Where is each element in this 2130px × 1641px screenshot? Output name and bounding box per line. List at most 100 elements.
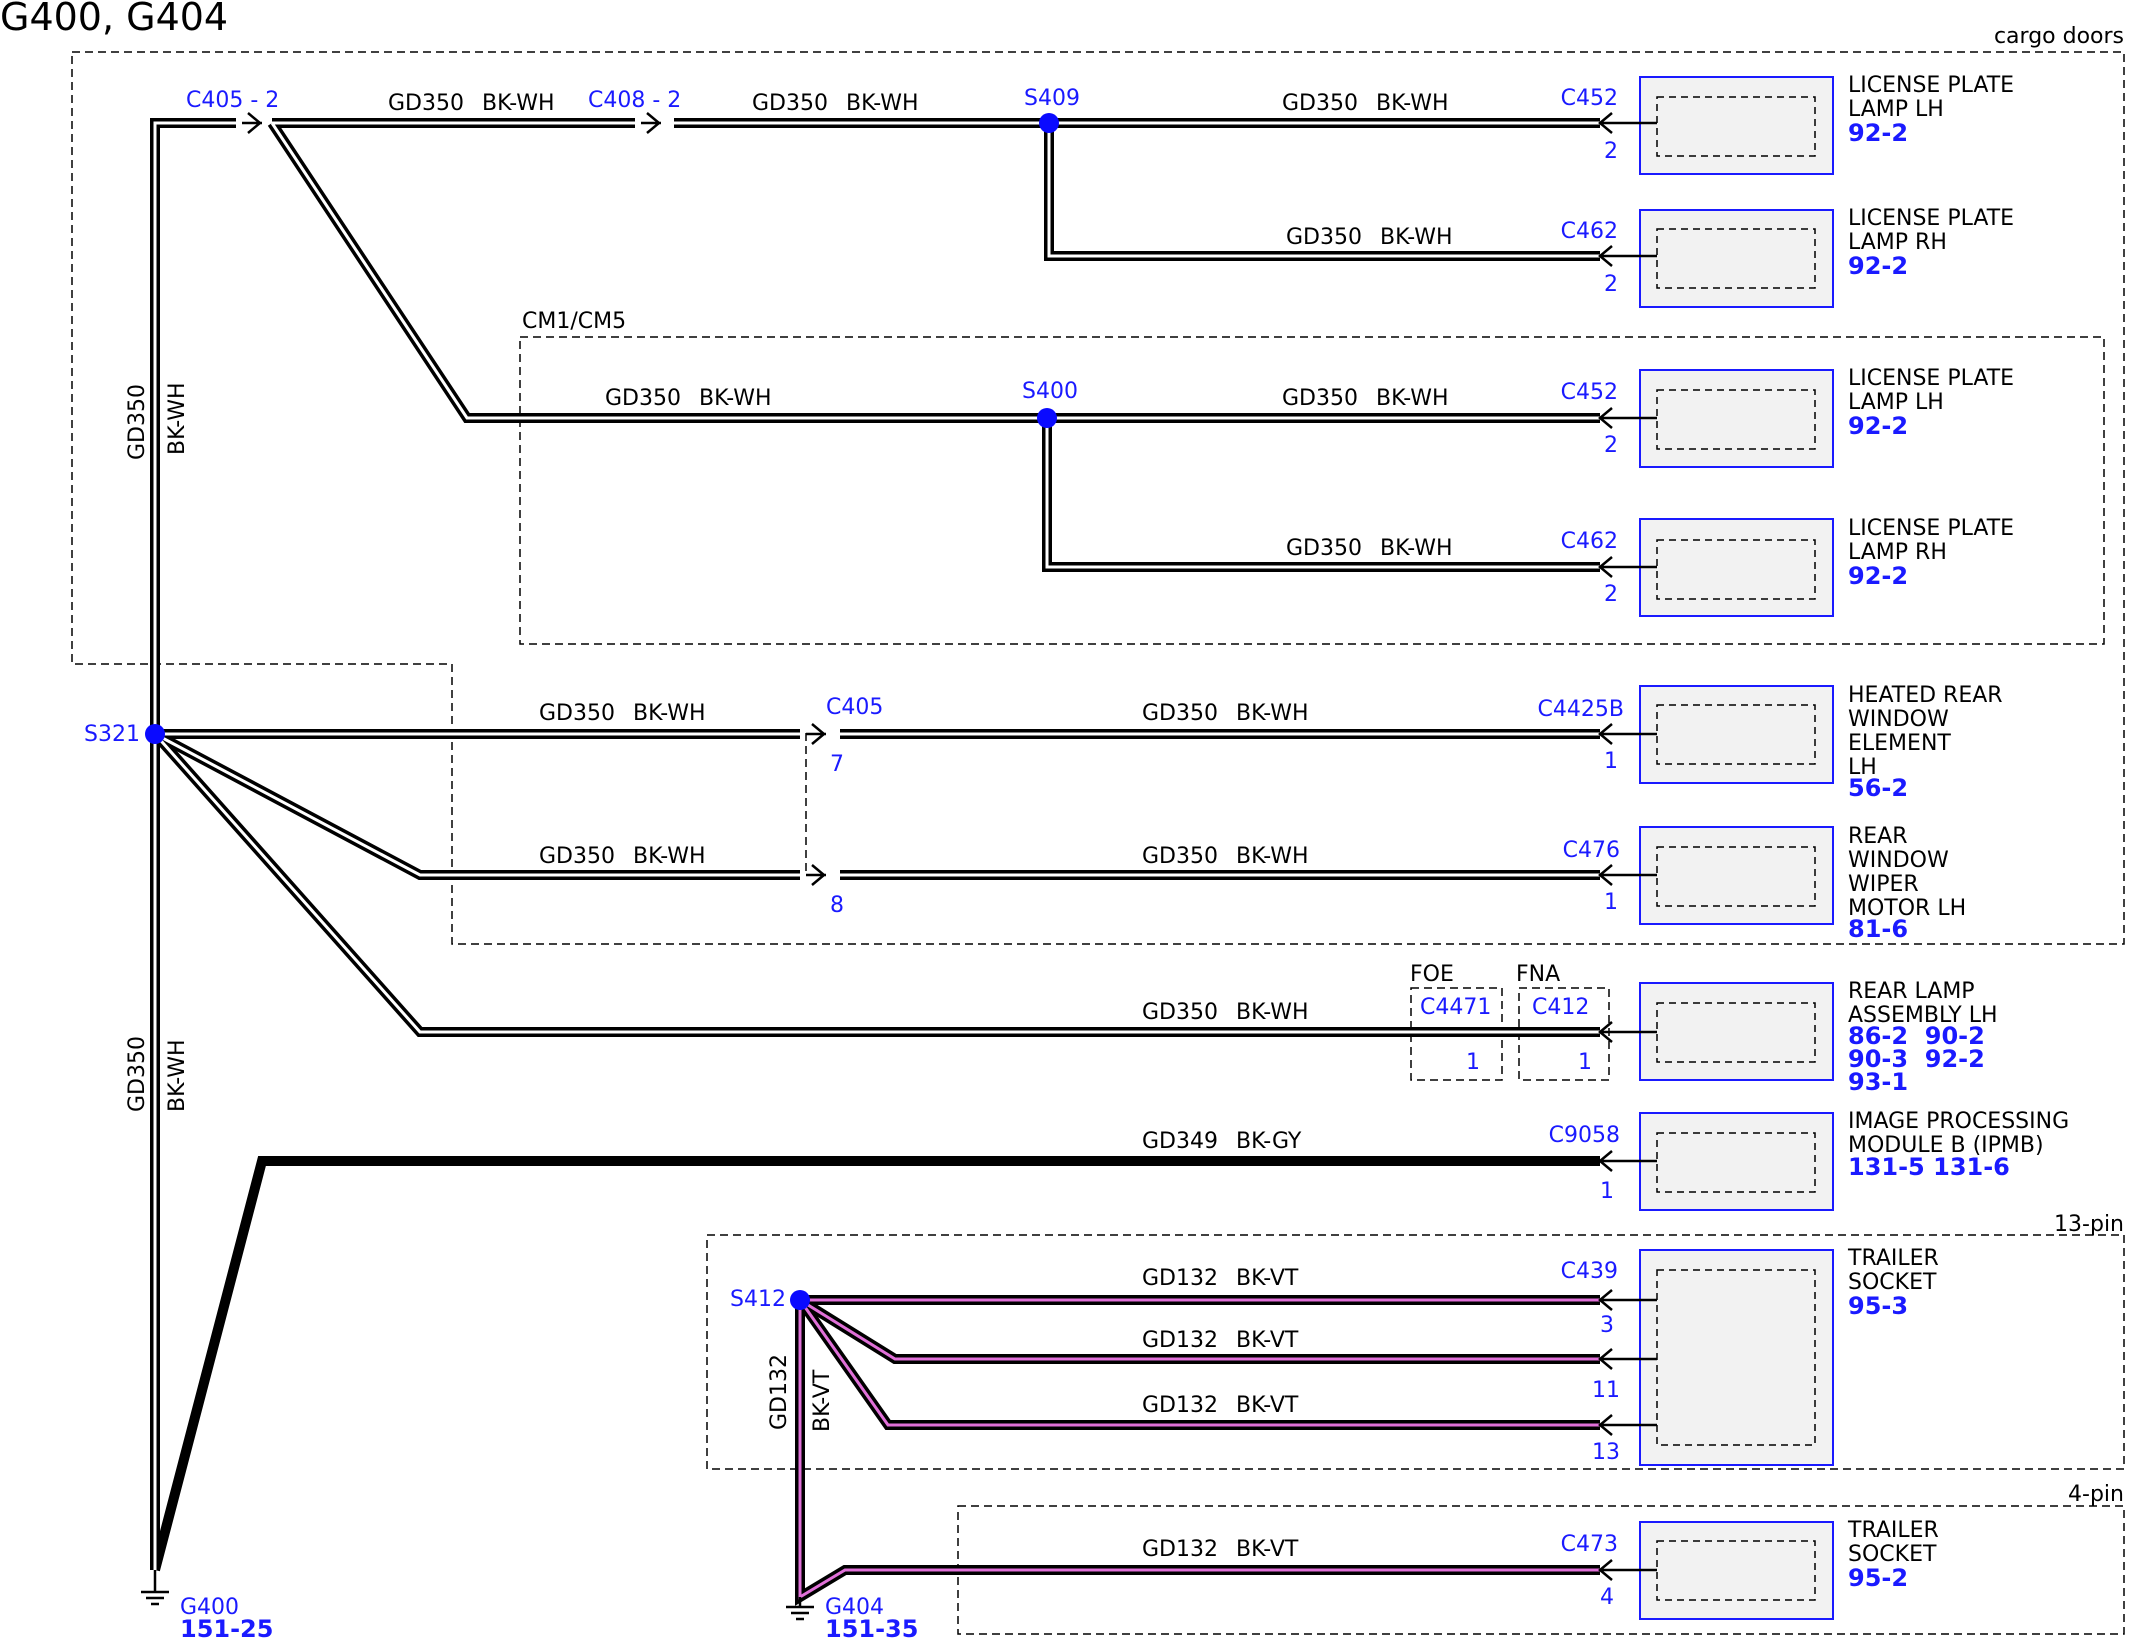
component-names: LICENSE PLATE LAMP LH 92-2 LICENSE PLATE…: [1847, 73, 2076, 1592]
c4471-pin: 1: [1466, 1050, 1480, 1075]
wire-label-vertical-2-color: BK-WH: [165, 1039, 190, 1112]
component-name-6: REAR WINDOW WIPER MOTOR LH: [1848, 824, 1966, 921]
component-name-3: LICENSE PLATE LAMP LH: [1848, 366, 2021, 415]
c439-pin-13: 13: [1592, 1440, 1620, 1465]
wire-label-vertical-1-color: BK-WH: [165, 382, 190, 455]
component-ref-1: 92-2: [1848, 119, 1908, 147]
s400-label: S400: [1022, 379, 1078, 404]
c412-label: C412: [1532, 995, 1589, 1020]
component-ref-3: 92-2: [1848, 412, 1908, 440]
g404-ref: 151-35: [825, 1615, 918, 1641]
4-pin-label: 4-pin: [2068, 1482, 2124, 1507]
c405-chevron: [242, 112, 262, 134]
inline-connector-symbols: [242, 112, 826, 886]
c452-label-1: C452: [1561, 86, 1618, 111]
c9058-pin: 1: [1600, 1179, 1614, 1204]
13-pin-zone-box: [706, 1234, 2125, 1470]
fna-label: FNA: [1516, 962, 1560, 987]
c408-label: C408 - 2: [588, 88, 681, 113]
wires: [150, 118, 1600, 1606]
s409-label: S409: [1024, 86, 1080, 111]
cargo-doors-label: cargo doors: [1994, 24, 2124, 49]
s321-splice: [145, 724, 165, 744]
component-ref-7: 86-2 90-2 90-3 92-2 93-1: [1848, 1022, 1993, 1096]
c405-label: C405 - 2: [186, 88, 279, 113]
c408-chevron: [641, 112, 661, 134]
component-ref-2: 92-2: [1848, 252, 1908, 280]
c473-label: C473: [1561, 1532, 1618, 1557]
s321-label: S321: [84, 722, 140, 747]
g400-label: G400: [180, 1595, 239, 1620]
g404-label: G404: [825, 1595, 884, 1620]
wire-s321-to-rear-lamp: [151, 730, 1600, 1037]
g400-ground-icon: [141, 1570, 169, 1606]
c473-pin: 4: [1600, 1585, 1614, 1610]
splice-points: [145, 113, 1059, 1310]
c462-label-1: C462: [1561, 219, 1618, 244]
c4471-label: C4471: [1420, 995, 1491, 1020]
c462-pin-2: 2: [1604, 582, 1618, 607]
component-connector-labels: C452 2 C462 2 C452 2 C462 2 C4425B 1 C47…: [1538, 86, 1624, 1610]
wire-label-vertical-3: GD132: [767, 1354, 792, 1430]
wire-gd349-to-c9058: [150, 1156, 1600, 1572]
foe-label: FOE: [1410, 962, 1454, 987]
c452-pin-1: 2: [1604, 139, 1618, 164]
component-rear-window-wiper: [1639, 826, 1834, 925]
wire-label-vertical-1: GD350: [125, 384, 150, 460]
component-name-4: LICENSE PLATE LAMP RH: [1848, 516, 2021, 565]
component-license-plate-lamp-rh-1: [1639, 209, 1834, 308]
c405-pin7-chevron: [806, 723, 826, 745]
component-name-10: TRAILER SOCKET: [1847, 1518, 1946, 1567]
component-ref-8: 131-5 131-6: [1848, 1153, 2010, 1181]
c9058-label: C9058: [1549, 1123, 1620, 1148]
s412-label: S412: [730, 1287, 786, 1312]
c476-pin: 1: [1604, 890, 1618, 915]
component-name-8: IMAGE PROCESSING MODULE B (IPMB): [1848, 1109, 2076, 1158]
wire-label-vertical-3-color: BK-VT: [810, 1369, 835, 1432]
component-ref-9: 95-3: [1848, 1292, 1908, 1320]
cm1-cm5-zone-box: [519, 336, 2105, 645]
component-ref-5: 56-2: [1848, 774, 1908, 802]
c476-label: C476: [1563, 838, 1620, 863]
component-name-2: LICENSE PLATE LAMP RH: [1848, 206, 2021, 255]
component-heated-rear-window: [1639, 685, 1834, 784]
component-pin-arrows: [1598, 112, 1657, 1581]
component-ipmb: [1639, 1112, 1834, 1211]
c439-pin-11: 11: [1592, 1378, 1620, 1403]
g404-ground-icon: [786, 1597, 814, 1621]
component-ref-4: 92-2: [1848, 562, 1908, 590]
component-license-plate-lamp-lh-1: [1639, 76, 1834, 175]
c4425b-label: C4425B: [1538, 697, 1624, 722]
component-boxes: [1639, 76, 1834, 1620]
component-trailer-socket-4: [1639, 1521, 1834, 1620]
13-pin-label: 13-pin: [2054, 1212, 2124, 1237]
c412-pin: 1: [1578, 1050, 1592, 1075]
wire-label-vertical-2: GD350: [125, 1036, 150, 1112]
component-name-7: REAR LAMP ASSEMBLY LH: [1848, 979, 1998, 1028]
c452-pin-2: 2: [1604, 433, 1618, 458]
component-ref-6: 81-6: [1848, 915, 1908, 943]
wire-c405-to-s400: [267, 120, 1600, 423]
c4425b-pin: 1: [1604, 749, 1618, 774]
component-license-plate-lamp-rh-2: [1639, 518, 1834, 617]
diagram-title: G400, G404: [0, 0, 228, 39]
c439-pin-3: 3: [1600, 1313, 1614, 1338]
s409-splice: [1039, 113, 1059, 133]
c405b-pin8: 8: [830, 893, 844, 918]
c452-label-2: C452: [1561, 380, 1618, 405]
